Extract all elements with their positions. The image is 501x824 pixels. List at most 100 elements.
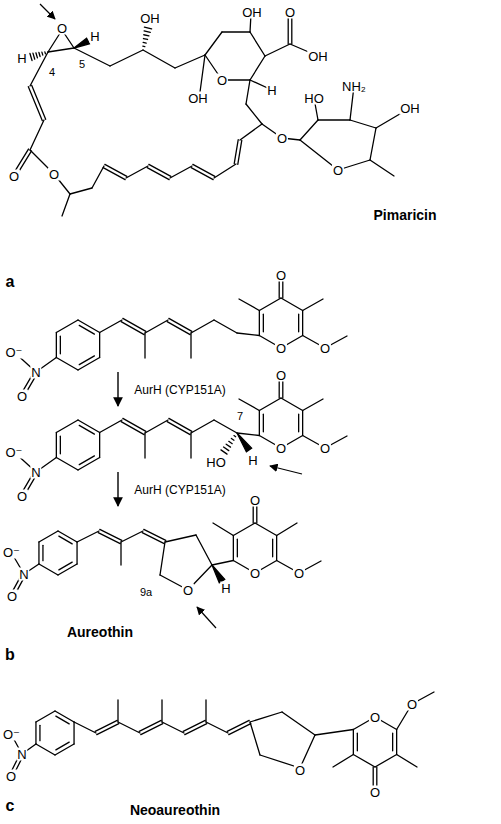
bond-line: [143, 42, 146, 44]
atom-label: O: [216, 74, 228, 87]
bond-line: [392, 733, 393, 751]
bond-line: [214, 420, 237, 433]
atom-label: O: [319, 342, 331, 355]
bond-line: [302, 411, 303, 436]
compound-name: Pimaricin: [372, 208, 437, 222]
atom-label: OH: [187, 92, 209, 105]
atom-label: OH: [139, 12, 161, 25]
bond-line: [233, 523, 255, 536]
atom-label: O: [294, 764, 306, 777]
bond-line: [165, 535, 196, 542]
bond-line: [191, 320, 214, 333]
bond-line: [239, 299, 259, 311]
bond-line: [263, 414, 264, 432]
bond-line: [145, 420, 168, 433]
bond-line: [259, 298, 281, 311]
bond-line: [77, 531, 99, 542]
bond-line: [79, 425, 94, 434]
atom-label: H: [247, 454, 258, 467]
atom-label: O: [16, 490, 28, 503]
bond-line: [42, 545, 43, 560]
bond-line: [212, 561, 233, 566]
bond-line: [39, 52, 40, 56]
bond-line: [190, 433, 191, 458]
bond-line: [250, 712, 282, 722]
bond-line: [353, 730, 354, 755]
atom-label: NH₂: [341, 80, 367, 93]
compound-name: Aureothin: [66, 625, 134, 639]
bond-line: [169, 418, 192, 431]
bond-line: [33, 53, 35, 59]
bond-line: [60, 336, 61, 354]
panel-letter: a: [5, 274, 16, 290]
bond-line: [276, 536, 277, 561]
bond-line: [100, 529, 122, 540]
atom-label: O: [275, 442, 287, 455]
atom-label: O: [284, 6, 296, 19]
bond-line: [56, 333, 57, 358]
bond-line: [370, 128, 376, 160]
bond-line: [160, 542, 165, 575]
panel-letter: b: [4, 647, 16, 663]
bond-line: [221, 450, 227, 454]
bond-line: [205, 32, 222, 55]
bond-line: [56, 458, 78, 471]
bond-line: [170, 166, 192, 178]
bond-line: [74, 722, 96, 733]
pointer-arrow: [40, 4, 55, 19]
bond-line: [161, 700, 162, 722]
atom-label: O: [249, 567, 261, 580]
locant-number: 7: [236, 411, 244, 422]
pointer-arrow: [270, 466, 302, 474]
bond-line: [238, 140, 242, 164]
bond-line: [272, 539, 273, 557]
bond-line: [59, 536, 72, 544]
atom-label: HO: [205, 456, 227, 469]
bond-line: [39, 531, 58, 542]
atom-label: O: [332, 164, 344, 177]
bond-line: [39, 725, 40, 740]
bond-line: [39, 564, 58, 575]
bond-line: [144, 433, 145, 458]
bond-line: [315, 730, 353, 736]
atom-label: O: [369, 711, 381, 724]
bond-line: [259, 398, 281, 411]
bond-line: [250, 56, 265, 80]
bond-line: [60, 436, 61, 454]
bond-line: [226, 444, 230, 447]
atom-label: OH: [241, 6, 263, 19]
enzyme-label: AurH (CYP151A): [133, 484, 226, 496]
atom-label: O: [48, 168, 60, 181]
atom-label: O: [293, 567, 305, 580]
bond-line: [35, 722, 36, 744]
bond-line: [121, 531, 143, 542]
bond-line: [55, 711, 74, 722]
bond-line: [56, 433, 57, 458]
bond-line: [30, 120, 44, 150]
bond-line: [277, 523, 297, 536]
panel-letter: c: [5, 798, 16, 814]
atom-label: H: [220, 582, 231, 595]
locant-number: 5: [78, 59, 86, 70]
bond-line: [99, 433, 100, 458]
bond-line: [56, 420, 78, 433]
bond-line: [281, 398, 303, 411]
bond-line: [302, 311, 303, 336]
atom-label: O: [275, 269, 287, 282]
bond-line: [36, 711, 55, 722]
bond-line: [397, 755, 417, 768]
bond-line: [259, 411, 260, 436]
bond-line: [370, 160, 394, 176]
bond-line: [357, 733, 358, 751]
enzyme-label: AurH (CYP151A): [133, 384, 226, 396]
bond-lines: [9, 12, 434, 792]
bond-line: [250, 722, 260, 755]
bond-line: [233, 536, 234, 561]
bond-line: [38, 542, 39, 564]
atom-label: OH: [399, 102, 421, 115]
bond-line: [144, 529, 166, 540]
pointer-arrow: [197, 607, 216, 628]
bond-line: [36, 744, 55, 755]
bond-line: [56, 358, 78, 371]
